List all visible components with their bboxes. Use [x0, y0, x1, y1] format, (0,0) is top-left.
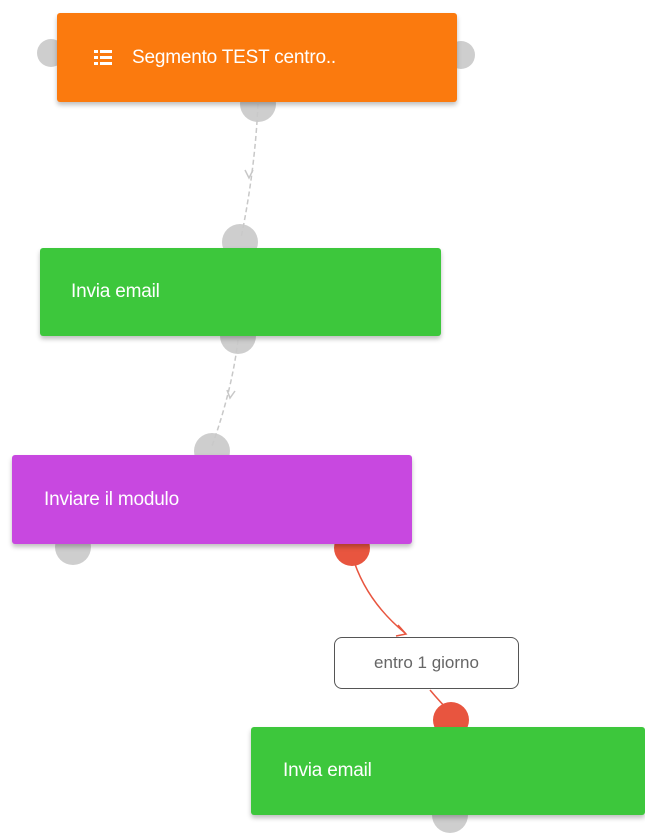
delay-label[interactable]: entro 1 giorno	[334, 637, 519, 689]
connector-3	[351, 554, 406, 634]
send-email-node-label: Invia email	[71, 281, 160, 302]
connector-arrow-1	[244, 169, 254, 180]
send-email-node[interactable]: Invia email	[40, 248, 441, 336]
list-icon	[94, 50, 112, 65]
connector-arrow-2	[226, 389, 236, 400]
connector-arrow-3	[395, 624, 408, 637]
send-form-node[interactable]: Inviare il modulo	[12, 455, 412, 544]
send-email-node-2-label: Invia email	[283, 760, 372, 781]
segment-node[interactable]: Segmento TEST centro..	[57, 13, 457, 102]
connector-2	[211, 339, 239, 447]
delay-label-text: entro 1 giorno	[374, 653, 479, 672]
send-email-node-2[interactable]: Invia email	[251, 727, 645, 815]
segment-node-label: Segmento TEST centro..	[132, 46, 337, 68]
send-form-node-label: Inviare il modulo	[44, 488, 179, 510]
connector-1	[240, 103, 259, 239]
